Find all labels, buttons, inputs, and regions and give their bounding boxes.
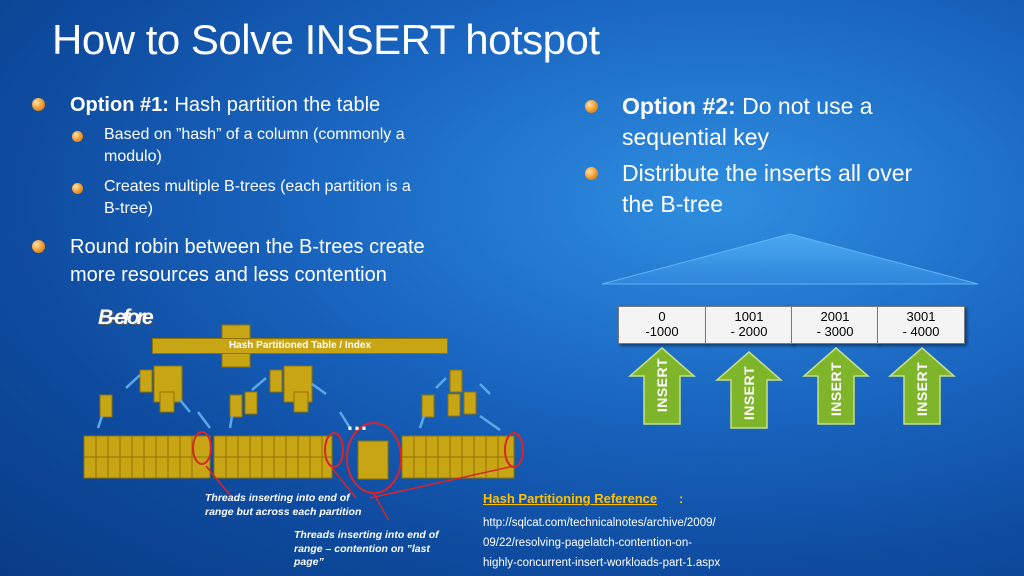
btree-triangle <box>601 233 979 285</box>
sub-bullet-1-line-1: Based on ”hash” of a column (commonly a <box>104 126 405 143</box>
note-last-page-line-1: Threads inserting into end of <box>294 529 439 541</box>
partition-range-3: 3001 - 4000 <box>877 306 965 344</box>
hash-partition-diagram <box>83 324 524 520</box>
partition-range-0: 0 -1000 <box>618 306 706 344</box>
note-last-page-line-3: page” <box>294 556 324 569</box>
bullet-icon <box>585 100 598 113</box>
bullet-round-robin-line-1: Round robin between the B-trees create <box>70 236 425 258</box>
partition-range-2-start: 2001 <box>820 309 850 324</box>
sub-bullet-1: Based on ”hash” of a column (commonly a … <box>104 124 405 169</box>
option2-label: Option #2: <box>622 93 736 119</box>
insert-arrow-icon <box>628 347 696 425</box>
bullet-round-robin-line-2: more resources and less contention <box>70 263 387 286</box>
sub-bullet-2-line-2: B-tree) <box>104 200 153 218</box>
insert-label: INSERT <box>741 365 757 421</box>
option2-block: Option #2: Do not use a sequential key <box>622 91 873 153</box>
bullet-distribute: Distribute the inserts all over the B-tr… <box>622 158 912 220</box>
partition-range-3-end: - 4000 <box>902 323 940 339</box>
bullet-icon <box>32 240 45 253</box>
partition-range-1-end: - 2000 <box>730 323 768 339</box>
slide-title: How to Solve INSERT hotspot <box>52 16 600 63</box>
ellipsis: … <box>346 410 368 435</box>
note-across-partitions: Threads inserting into end of range but … <box>205 492 361 519</box>
partition-range-0-start: 0 <box>658 309 666 324</box>
hash-partitioned-table-label: Hash Partitioned Table / Index <box>152 338 448 354</box>
reference-url-line-1: http://sqlcat.com/technicalnotes/archive… <box>483 517 716 529</box>
note-across-partitions-line-2: range but across each partition <box>205 505 362 518</box>
sub-bullet-icon <box>72 183 83 194</box>
note-last-page: Threads inserting into end of range – co… <box>294 529 439 570</box>
option2-text: Do not use a <box>735 93 873 119</box>
partition-range-0-end: -1000 <box>645 323 679 339</box>
reference-url-line-2: 09/22/resolving-pagelatch-contention-on- <box>483 537 693 550</box>
note-last-page-line-2: range – contention on ”last <box>294 542 430 555</box>
bullet-distribute-line-2: the B-tree <box>622 191 723 218</box>
partition-range-1-start: 1001 <box>734 309 764 324</box>
partition-range-1: 1001 - 2000 <box>705 306 793 344</box>
bullet-icon <box>585 167 598 180</box>
option2-line-2: sequential key <box>622 124 770 151</box>
insert-label: INSERT <box>654 357 670 413</box>
reference-link[interactable]: Hash Partitioning Reference <box>483 491 658 506</box>
insert-arrow-icon <box>715 351 783 429</box>
option1-text: Hash partition the table <box>168 94 381 116</box>
sub-bullet-1-line-2: modulo) <box>104 148 162 166</box>
bullet-round-robin: Round robin between the B-trees create m… <box>70 234 425 289</box>
note-across-partitions-line-1: Threads inserting into end of <box>205 492 350 504</box>
insert-arrow-icon <box>802 347 870 425</box>
insert-label: INSERT <box>914 361 930 417</box>
sub-bullet-2-line-1: Creates multiple B-trees (each partition… <box>104 178 411 195</box>
sub-bullet-icon <box>72 131 83 142</box>
partition-range-3-start: 3001 <box>906 309 936 324</box>
reference-url[interactable]: http://sqlcat.com/technicalnotes/archive… <box>483 513 763 573</box>
before-logo: B-efore <box>98 306 153 329</box>
reference-colon: : <box>679 491 684 506</box>
partition-range-2-end: - 3000 <box>816 323 854 339</box>
reference-url-line-3: highly-concurrent-insert-workloads-part-… <box>483 557 721 570</box>
insert-arrow-icon <box>888 347 956 425</box>
sub-bullet-2: Creates multiple B-trees (each partition… <box>104 176 411 221</box>
option2-line: Option #2: Do not use a <box>622 91 873 122</box>
option1-line: Option #1: Hash partition the table <box>70 93 380 117</box>
bullet-icon <box>32 98 45 111</box>
insert-label: INSERT <box>828 361 844 417</box>
option1-label: Option #1: <box>70 94 169 116</box>
bullet-distribute-line-1: Distribute the inserts all over <box>622 160 913 186</box>
partition-range-2: 2001 - 3000 <box>791 306 879 344</box>
